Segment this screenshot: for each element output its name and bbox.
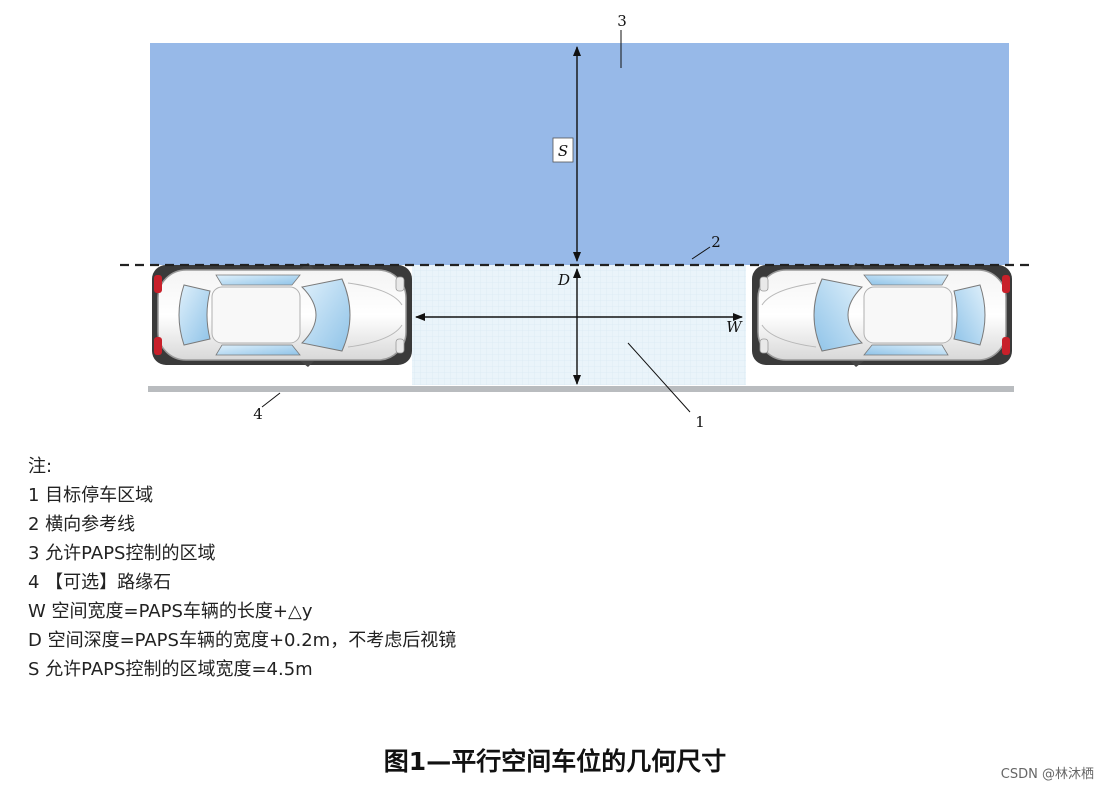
callout-1: 1 xyxy=(695,413,705,431)
left-parked-car xyxy=(151,262,413,368)
callout-4: 4 xyxy=(253,405,263,423)
dimension-d-label: D xyxy=(557,271,570,289)
target-parking-area-grid xyxy=(412,265,746,385)
parallel-parking-diagram: S D W 3 2 1 4 xyxy=(120,12,1035,431)
notes-heading: 注: xyxy=(28,456,53,477)
note-item: 1 目标停车区域 xyxy=(28,485,154,506)
note-item: 2 横向参考线 xyxy=(28,514,136,535)
dimension-s-label: S xyxy=(558,142,568,160)
notes-block: 注: 1 目标停车区域 2 横向参考线 3 允许PAPS控制的区域 4 【可选】… xyxy=(28,452,456,684)
note-item: W 空间宽度=PAPS车辆的长度+△y xyxy=(28,601,313,622)
allowed-control-area xyxy=(150,43,1009,265)
credit-watermark: CSDN @林沐栖 xyxy=(1000,767,1094,782)
note-item: D 空间深度=PAPS车辆的宽度+0.2m，不考虑后视镜 xyxy=(28,630,457,651)
right-parked-car xyxy=(751,262,1013,368)
curb xyxy=(148,386,1014,392)
dimension-w-label: W xyxy=(726,318,743,336)
note-item: 4 【可选】路缘石 xyxy=(28,572,172,593)
note-item: 3 允许PAPS控制的区域 xyxy=(28,543,216,564)
figure-caption: 图1—平行空间车位的几何尺寸 xyxy=(383,747,727,776)
note-item: S 允许PAPS控制的区域宽度=4.5m xyxy=(28,659,313,680)
callout-3: 3 xyxy=(617,12,627,30)
callout-2: 2 xyxy=(711,233,721,251)
